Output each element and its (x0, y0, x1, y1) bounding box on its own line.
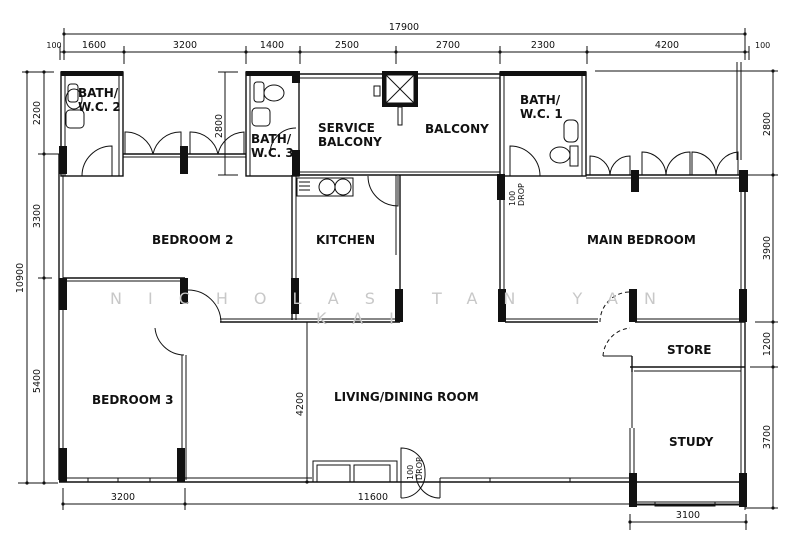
dimension-top-7: 4200 (655, 40, 679, 51)
watermark-line1: NICHOLAS TAN YAN (110, 289, 682, 308)
label-service-balcony-line1: SERVICE (318, 121, 375, 135)
label-bath3-line2: W.C. 3 (251, 146, 294, 160)
label-bath1-line2: W.C. 1 (520, 107, 563, 121)
drop-annotation-1-label: DROP (517, 183, 526, 206)
dimension-top-0: 100 (46, 41, 61, 50)
label-study: STUDY (669, 435, 714, 449)
dimension-overall-height: 10900 (15, 263, 26, 293)
drop-annotation-1-value: 100 (508, 191, 517, 206)
dimension-right-3: 3700 (762, 425, 773, 449)
drop-annotation-2-value: 100 (406, 465, 415, 480)
dimension-top-5: 2700 (436, 40, 460, 51)
dimension-top-6: 2300 (531, 40, 555, 51)
doors (81, 127, 739, 499)
interior-dimension-lines (218, 71, 309, 484)
dimension-bottom-0: 3200 (111, 492, 135, 503)
dimension-left-1: 3300 (32, 204, 43, 228)
structural-columns (59, 71, 748, 507)
label-living-dining: LIVING/DINING ROOM (334, 390, 479, 404)
label-bedroom2: BEDROOM 2 (152, 233, 233, 247)
label-store: STORE (667, 343, 711, 357)
dimension-right-2: 1200 (762, 332, 773, 356)
label-main-bedroom: MAIN BEDROOM (587, 233, 696, 247)
label-bath2-line1: BATH/ (78, 86, 119, 100)
fixtures (65, 81, 579, 197)
dimension-top-4: 2500 (335, 40, 359, 51)
dimension-right-0: 2800 (762, 112, 773, 136)
dimension-left-2: 5400 (32, 369, 43, 393)
dimension-overall-width: 17900 (389, 22, 419, 33)
label-service-balcony-line2: BALCONY (318, 135, 382, 149)
label-bath1-line1: BATH/ (520, 93, 561, 107)
dimension-bottom-2: 3100 (676, 510, 700, 521)
top-dimension-lines (59, 28, 750, 64)
watermark-line2: KAI (316, 309, 420, 328)
bottom-dimension-lines (61, 488, 748, 530)
dimension-top-3: 1400 (260, 40, 284, 51)
dimension-bottom-1: 11600 (358, 492, 388, 503)
dimension-corridor: 2800 (214, 114, 225, 138)
label-bedroom3: BEDROOM 3 (92, 393, 173, 407)
dimension-top-2: 3200 (173, 40, 197, 51)
dimension-top-1: 1600 (82, 40, 106, 51)
left-dimension-lines (18, 70, 60, 485)
dimension-living: 4200 (295, 392, 306, 416)
label-balcony: BALCONY (425, 122, 489, 136)
label-kitchen: KITCHEN (316, 233, 375, 247)
dimension-left-0: 2200 (32, 101, 43, 125)
drop-annotation-2-label: DROP (415, 457, 424, 480)
walls (58, 62, 746, 507)
label-bath3-line1: BATH/ (251, 132, 292, 146)
label-bath2-line2: W.C. 2 (78, 100, 121, 114)
dimension-top-8: 100 (755, 41, 770, 50)
dimension-right-1: 3900 (762, 236, 773, 260)
